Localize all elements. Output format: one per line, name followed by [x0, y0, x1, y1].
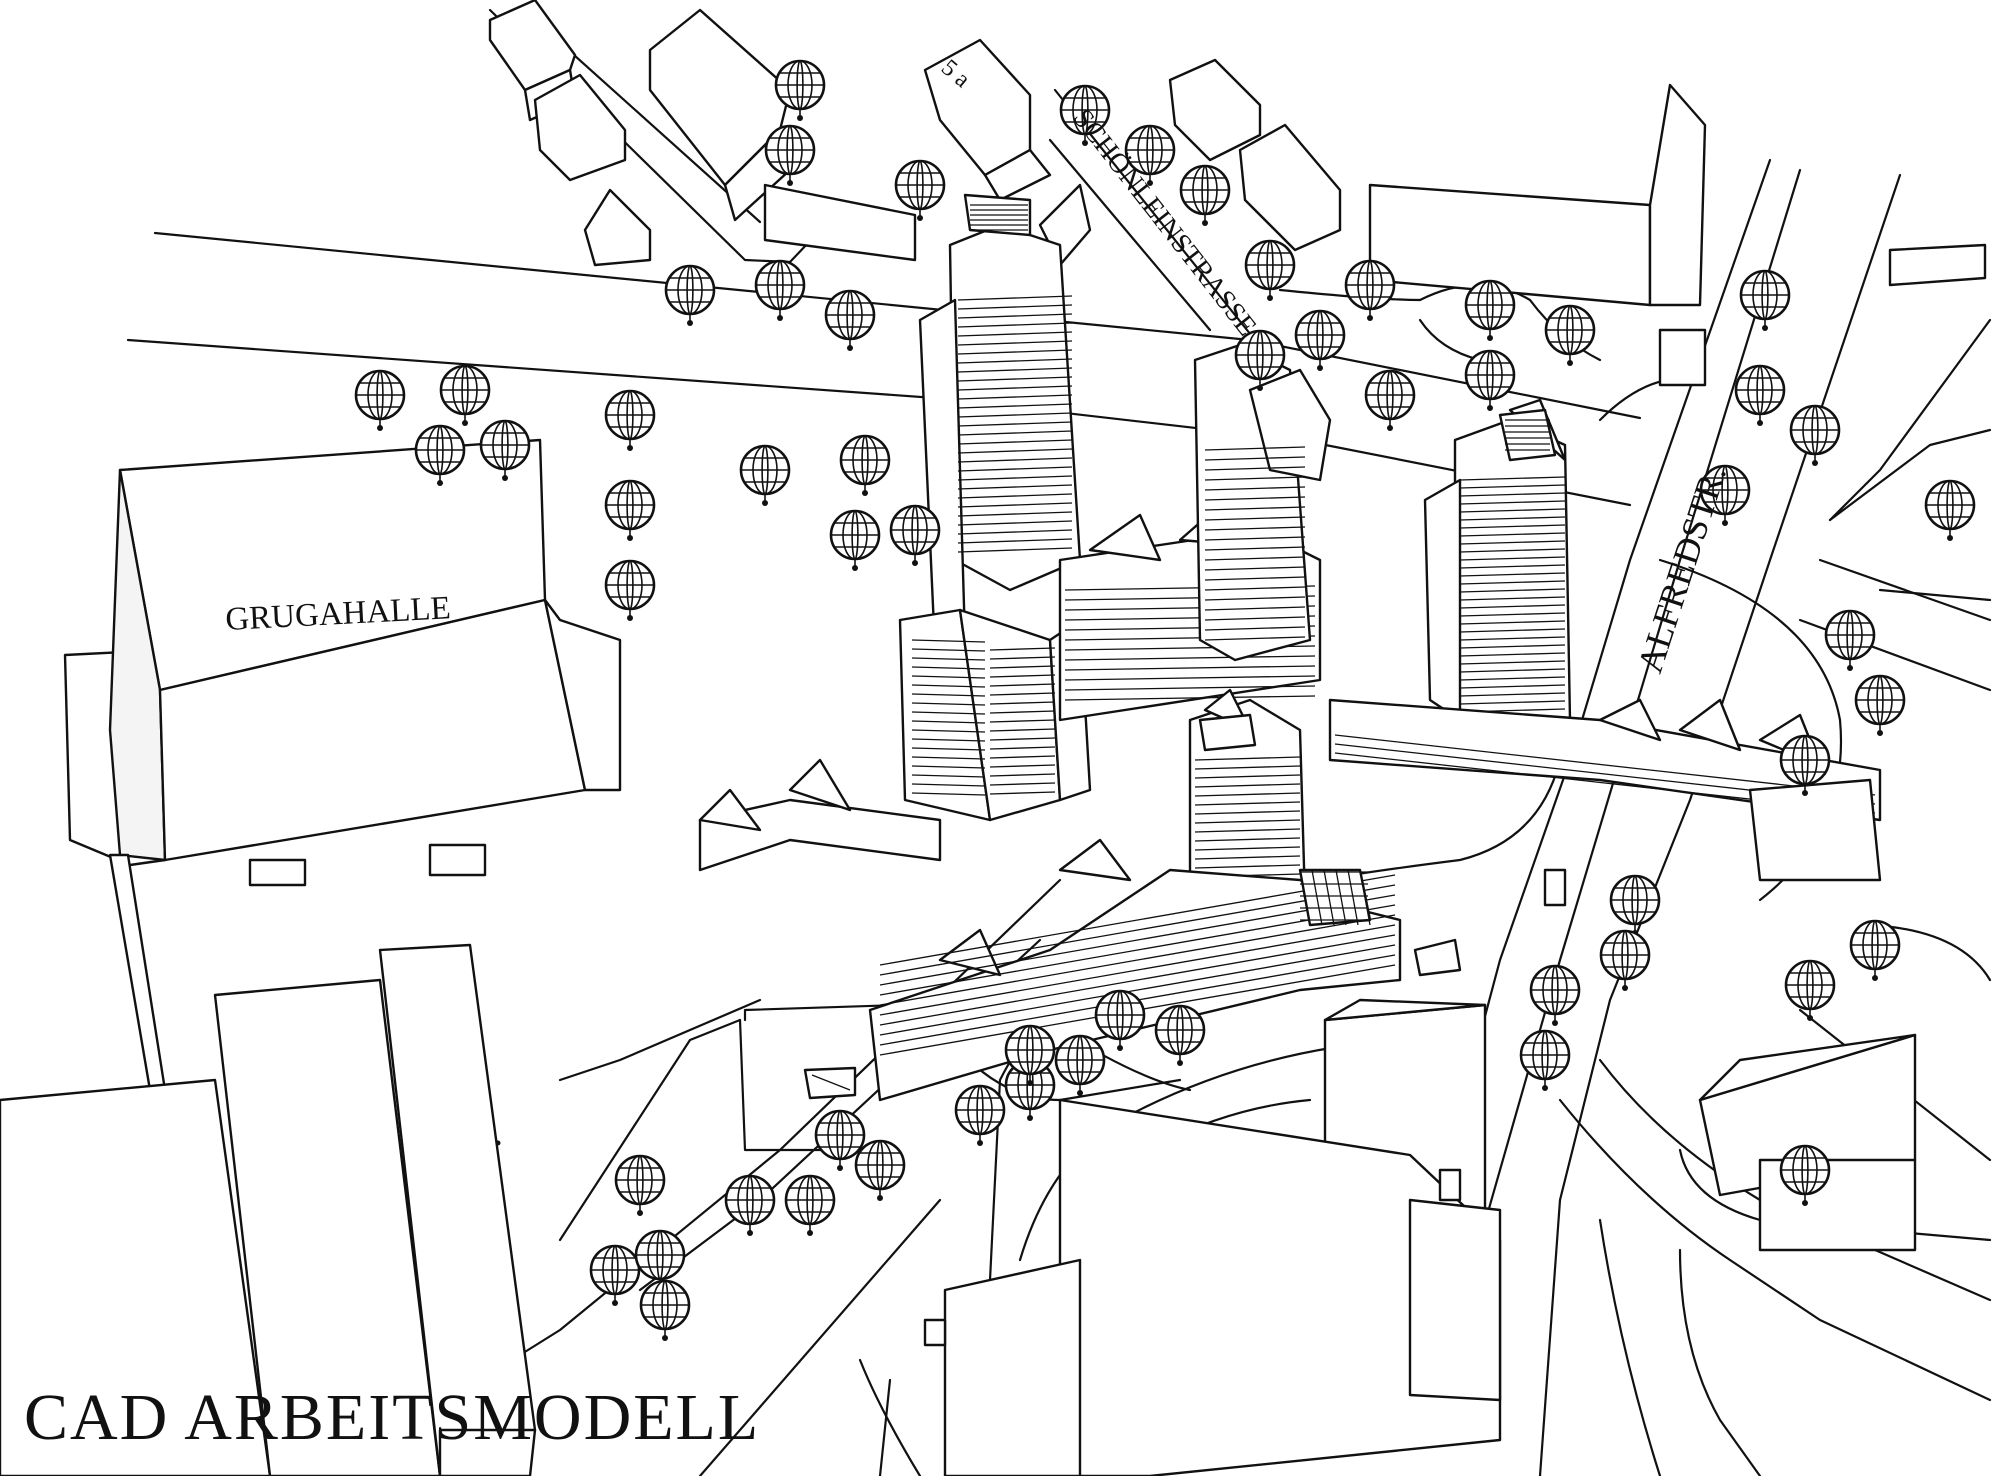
main-tower-floors	[911, 295, 1073, 796]
tree	[1059, 84, 1111, 146]
tree	[1734, 364, 1786, 426]
tree	[414, 424, 466, 486]
tree	[354, 369, 406, 431]
tree	[1234, 329, 1286, 391]
large-blocks-south-east	[943, 998, 1917, 1476]
tree	[1519, 1029, 1571, 1091]
tree	[1544, 304, 1596, 366]
tree	[784, 1174, 836, 1236]
tree	[1599, 929, 1651, 991]
small-structures	[803, 868, 1567, 1347]
tree	[439, 364, 491, 426]
central-complex	[698, 193, 1882, 1102]
tree	[839, 434, 891, 496]
tree	[1004, 1024, 1056, 1086]
trees	[354, 59, 1976, 1341]
tree	[1179, 164, 1231, 226]
tree	[639, 1279, 691, 1341]
tree	[1464, 279, 1516, 341]
tree	[1154, 1004, 1206, 1066]
tree	[604, 559, 656, 621]
tree	[894, 159, 946, 221]
tree	[1924, 479, 1976, 541]
tree	[824, 289, 876, 351]
tree	[1054, 1034, 1106, 1096]
tree	[1779, 1144, 1831, 1206]
large-blocks-south-west	[0, 943, 537, 1476]
tree	[614, 1154, 666, 1216]
drawing-title: CAD ARBEITSMODELL	[24, 1381, 761, 1454]
tree	[1789, 404, 1841, 466]
tree	[764, 124, 816, 186]
tree	[664, 264, 716, 326]
tree	[1244, 239, 1296, 301]
tree	[739, 444, 791, 506]
tree	[1699, 464, 1751, 526]
canopy-grid	[1299, 869, 1371, 926]
mid-tower-floors	[1204, 446, 1306, 641]
tree	[479, 419, 531, 481]
tree	[1824, 609, 1876, 671]
alfredstrasse-label: ALFREDSTR.	[1630, 461, 1734, 678]
tree	[1784, 959, 1836, 1021]
tree	[1094, 989, 1146, 1051]
tree	[814, 1109, 866, 1171]
tree	[1344, 259, 1396, 321]
tree	[1364, 369, 1416, 431]
tree	[1464, 349, 1516, 411]
tree	[1739, 269, 1791, 331]
tree	[604, 479, 656, 541]
tree	[1529, 964, 1581, 1026]
tree	[1124, 124, 1176, 186]
tree	[634, 1229, 686, 1291]
tree	[954, 1084, 1006, 1146]
tree	[1609, 874, 1661, 936]
tree	[889, 504, 941, 566]
tree	[854, 1139, 906, 1201]
tree	[1854, 674, 1906, 736]
tree	[1849, 919, 1901, 981]
tree	[604, 389, 656, 451]
right-tower-floors	[1459, 476, 1566, 721]
tree	[774, 59, 826, 121]
tree	[1294, 309, 1346, 371]
rooftop-hatching	[970, 204, 1550, 451]
tree	[589, 1244, 641, 1306]
grugahalle-building: GRUGAHALLE	[63, 438, 622, 1092]
tree	[829, 509, 881, 571]
tree	[1779, 734, 1831, 796]
tree	[754, 259, 806, 321]
tree	[724, 1174, 776, 1236]
